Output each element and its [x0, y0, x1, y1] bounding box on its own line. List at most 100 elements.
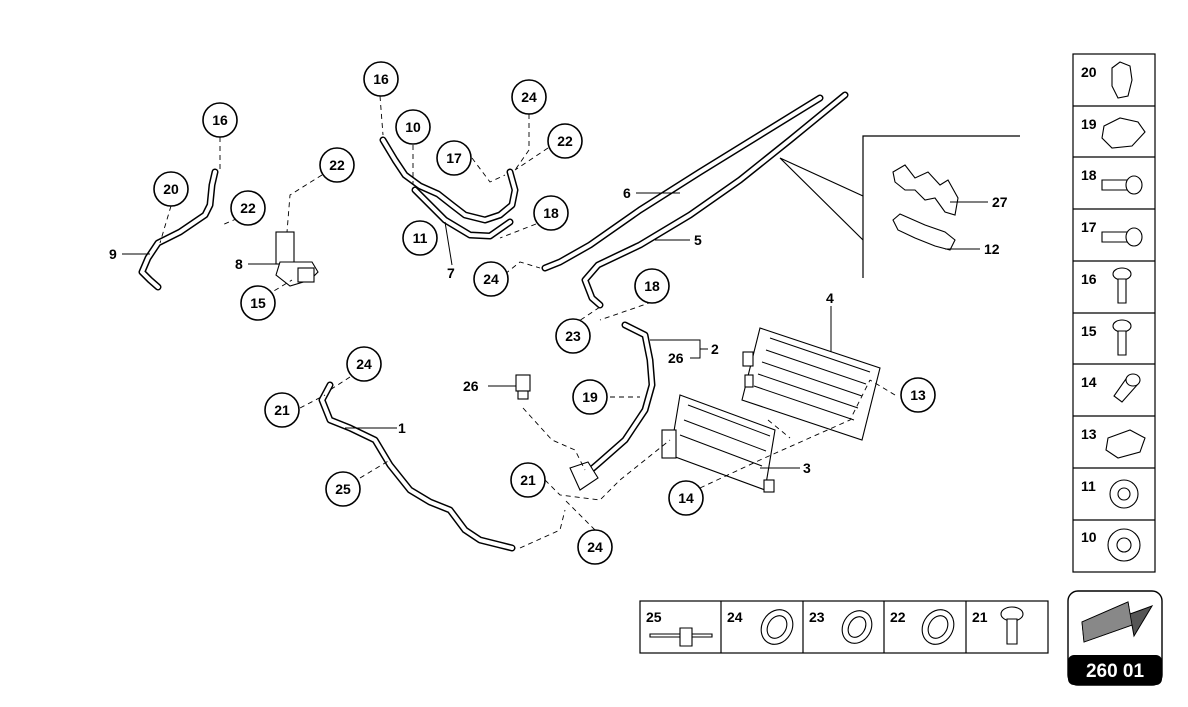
bottom-legend: 25 24 23 22 21: [639, 600, 1049, 654]
callout-11: 11: [402, 220, 438, 256]
svg-text:25: 25: [335, 481, 351, 497]
callout-14: 14: [668, 480, 704, 516]
svg-text:24: 24: [356, 356, 372, 372]
svg-text:24: 24: [587, 539, 603, 555]
reference-lines: [159, 95, 896, 549]
clip-icon: [1111, 61, 1133, 99]
inset-detail: [779, 135, 1020, 278]
callout-16-top: 16: [363, 61, 399, 97]
pipe-9: [138, 168, 219, 291]
pipe-1: [318, 381, 516, 552]
leader-lines: [122, 192, 988, 469]
label-8: 8: [235, 256, 243, 272]
page-code: 260 01: [1086, 661, 1145, 682]
bottom-legend-24: 24: [727, 609, 743, 625]
label-5: 5: [694, 232, 702, 248]
svg-text:16: 16: [212, 112, 228, 128]
bolt-icon: [1101, 179, 1129, 191]
callout-19: 19: [572, 379, 608, 415]
bottom-legend-23: 23: [809, 609, 825, 625]
callout-22-right: 22: [547, 123, 583, 159]
radiator-4: [741, 327, 881, 441]
callout-22-mid: 22: [319, 147, 355, 183]
bottom-legend-22: 22: [890, 609, 906, 625]
svg-text:22: 22: [557, 133, 573, 149]
side-legend-18: 18: [1081, 167, 1097, 183]
plain-labels: 9 8 7 6 5 27 12 4 2 26 26 1 3: [109, 185, 1008, 476]
bottom-legend-25: 25: [646, 609, 662, 625]
svg-text:21: 21: [520, 472, 536, 488]
svg-text:16: 16: [373, 71, 389, 87]
svg-text:23: 23: [565, 328, 581, 344]
condenser-3: [661, 394, 776, 493]
callout-24-left: 24: [346, 346, 382, 382]
label-6: 6: [623, 185, 631, 201]
sensor-26: [515, 374, 531, 400]
label-26-a: 26: [463, 378, 479, 394]
bottom-legend-21: 21: [972, 609, 988, 625]
pipe-2: [569, 321, 656, 491]
callout-18-bottom: 18: [634, 268, 670, 304]
callout-16-left: 16: [202, 102, 238, 138]
pipe-7: [379, 136, 519, 240]
callout-20: 20: [153, 171, 189, 207]
screw-icon: [1112, 319, 1132, 333]
bracket-clip-icon: [1101, 117, 1146, 149]
label-4: 4: [826, 290, 834, 306]
svg-text:19: 19: [582, 389, 598, 405]
svg-text:17: 17: [446, 150, 462, 166]
svg-text:24: 24: [483, 271, 499, 287]
speed-nut-icon: [1105, 429, 1146, 459]
svg-text:15: 15: [250, 295, 266, 311]
svg-text:20: 20: [163, 181, 179, 197]
callout-17: 17: [436, 140, 472, 176]
side-legend-13: 13: [1081, 426, 1097, 442]
svg-text:18: 18: [644, 278, 660, 294]
callout-23: 23: [555, 318, 591, 354]
bolt-icon: [1101, 231, 1129, 243]
svg-text:24: 24: [521, 89, 537, 105]
valve-8: [275, 231, 319, 287]
callout-10: 10: [395, 109, 431, 145]
label-27: 27: [992, 194, 1008, 210]
svg-text:10: 10: [405, 119, 421, 135]
svg-text:14: 14: [678, 490, 694, 506]
side-legend-14: 14: [1081, 374, 1097, 390]
label-2: 2: [711, 341, 719, 357]
callout-21-left: 21: [264, 392, 300, 428]
side-legend-20: 20: [1081, 64, 1097, 80]
svg-text:21: 21: [274, 402, 290, 418]
pipe-6: [541, 94, 824, 272]
label-3: 3: [803, 460, 811, 476]
side-legend-15: 15: [1081, 323, 1097, 339]
callout-13: 13: [900, 377, 936, 413]
callout-15: 15: [240, 285, 276, 321]
side-legend: 20 19 18 17 16 15 14 13 11 10: [1072, 53, 1156, 573]
svg-text:13: 13: [910, 387, 926, 403]
label-12: 12: [984, 241, 1000, 257]
callout-24-bottom: 24: [577, 529, 613, 565]
callout-21-bottom: 21: [510, 462, 546, 498]
callout-25: 25: [325, 471, 361, 507]
callouts: 16 20 22 22 16 10 24 17 22 18 11 24 15 1…: [153, 61, 936, 565]
svg-text:22: 22: [240, 200, 256, 216]
screw-icon: [1112, 267, 1132, 281]
callout-22-left: 22: [230, 190, 266, 226]
side-legend-19: 19: [1081, 116, 1097, 132]
side-legend-11: 11: [1081, 478, 1096, 494]
side-legend-17: 17: [1081, 219, 1097, 235]
svg-text:22: 22: [329, 157, 345, 173]
callout-24-top: 24: [511, 79, 547, 115]
label-9: 9: [109, 246, 117, 262]
callout-24-mid: 24: [473, 261, 509, 297]
label-26-b: 26: [668, 350, 684, 366]
page-code-badge: 260 01: [1067, 590, 1163, 686]
callout-18-top: 18: [533, 195, 569, 231]
svg-text:18: 18: [543, 205, 559, 221]
side-legend-16: 16: [1081, 271, 1097, 287]
svg-text:11: 11: [413, 230, 428, 246]
pipe-5: [581, 91, 849, 309]
label-7: 7: [447, 265, 455, 281]
label-1: 1: [398, 420, 406, 436]
